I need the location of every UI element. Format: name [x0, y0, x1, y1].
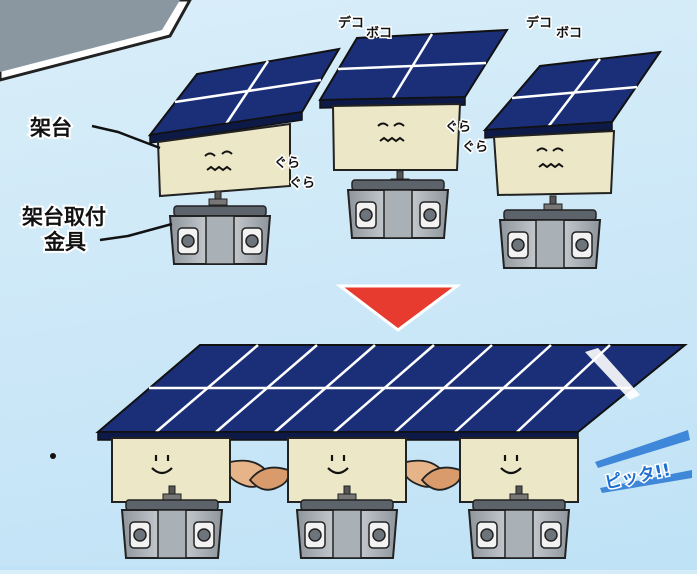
sfx-bumpy-a1: デコ — [336, 15, 365, 33]
sfx-bumpy-b1: デコ — [524, 15, 553, 33]
label-mount-line2: 金具 — [42, 228, 88, 256]
mount-frame-2 — [331, 102, 462, 171]
swoosh-2 — [600, 470, 692, 493]
sfx-wobble-d: ぐら — [460, 139, 489, 157]
mount-frame-1 — [156, 122, 291, 198]
solar-unit-1-misaligned — [147, 47, 341, 265]
edge-mark — [50, 453, 56, 459]
solar-panel-3 — [482, 50, 663, 132]
mount-leader-line — [99, 222, 173, 242]
sfx-wobble-b: ぐら — [287, 175, 316, 193]
sfx-bumpy-a2: ボコ — [364, 25, 393, 43]
swoosh-1 — [595, 430, 690, 468]
solar-unit-3-misaligned — [482, 50, 663, 269]
frame-leader-line — [91, 124, 161, 150]
sfx-wobble-c: ぐら — [443, 119, 472, 137]
down-arrow — [335, 284, 462, 332]
cutoff-panel — [0, 0, 180, 72]
label-mount-line1: 架台取付 — [20, 203, 108, 231]
label-frame: 架台 — [28, 114, 74, 142]
handshake-left — [229, 459, 289, 491]
solar-unit-2-misaligned — [318, 28, 509, 239]
sfx-bumpy-b2: ボコ — [554, 25, 583, 43]
handshake-right — [405, 459, 461, 491]
solar-array-aligned — [95, 344, 688, 559]
sfx-wobble-a: ぐら — [272, 155, 301, 173]
mount-frame-3 — [492, 129, 616, 197]
